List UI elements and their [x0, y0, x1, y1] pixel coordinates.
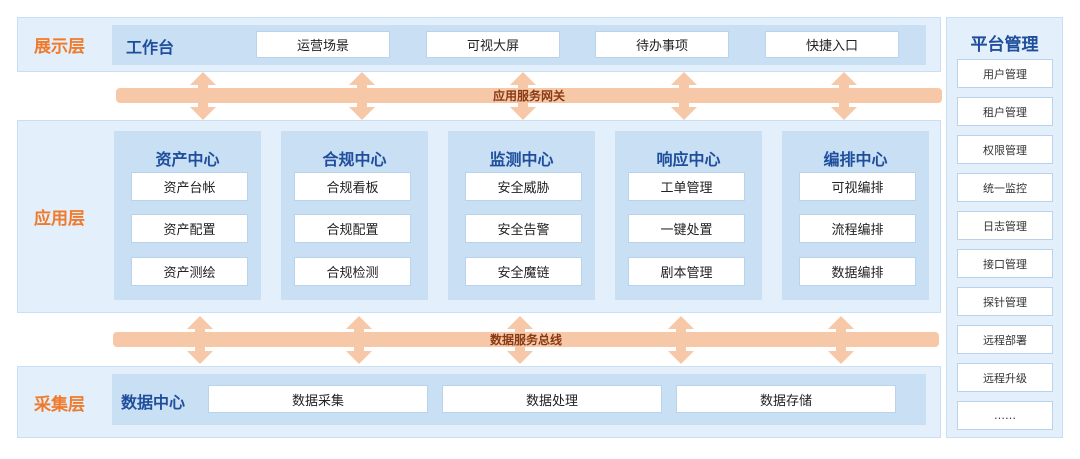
presentation-layer-label: 展示层 — [34, 37, 85, 57]
center-title: 合规中心 — [322, 150, 387, 169]
presentation-item[interactable]: 快捷入口 — [765, 31, 899, 58]
center-item[interactable]: 资产测绘 — [131, 257, 248, 286]
center-item[interactable]: 合规配置 — [294, 214, 411, 243]
platform-item[interactable]: 日志管理 — [957, 211, 1053, 240]
collection-item[interactable]: 数据存储 — [676, 385, 896, 413]
workbench-title: 工作台 — [126, 38, 175, 57]
data-center-title: 数据中心 — [121, 393, 186, 412]
platform-item[interactable]: …… — [957, 401, 1053, 430]
center-item[interactable]: 资产台帐 — [131, 172, 248, 201]
center-item[interactable]: 流程编排 — [799, 214, 916, 243]
presentation-item[interactable]: 运营场景 — [256, 31, 390, 58]
center-item[interactable]: 可视编排 — [799, 172, 916, 201]
center-title: 响应中心 — [656, 150, 721, 169]
center-item[interactable]: 工单管理 — [628, 172, 745, 201]
center-title: 资产中心 — [155, 150, 220, 169]
center-item[interactable]: 资产配置 — [131, 214, 248, 243]
platform-item[interactable]: 租户管理 — [957, 97, 1053, 126]
application-layer-label: 应用层 — [34, 209, 85, 229]
app-gateway-bus: 应用服务网关 — [116, 88, 942, 103]
platform-item[interactable]: 权限管理 — [957, 135, 1053, 164]
collection-layer-label: 采集层 — [34, 394, 85, 415]
center-item[interactable]: 合规检测 — [294, 257, 411, 286]
center-item[interactable]: 数据编排 — [799, 257, 916, 286]
platform-item[interactable]: 统一监控 — [957, 173, 1053, 202]
center-title: 监测中心 — [489, 150, 554, 169]
data-service-bus: 数据服务总线 — [113, 332, 939, 347]
presentation-item[interactable]: 待办事项 — [595, 31, 729, 58]
platform-item[interactable]: 远程部署 — [957, 325, 1053, 354]
collection-item[interactable]: 数据处理 — [442, 385, 662, 413]
platform-item[interactable]: 接口管理 — [957, 249, 1053, 278]
center-item[interactable]: 一键处置 — [628, 214, 745, 243]
platform-item[interactable]: 探针管理 — [957, 287, 1053, 316]
center-item[interactable]: 安全威胁 — [465, 172, 582, 201]
platform-item[interactable]: 远程升级 — [957, 363, 1053, 392]
center-title: 编排中心 — [823, 150, 888, 169]
platform-item[interactable]: 用户管理 — [957, 59, 1053, 88]
collection-item[interactable]: 数据采集 — [208, 385, 428, 413]
center-item[interactable]: 剧本管理 — [628, 257, 745, 286]
presentation-item[interactable]: 可视大屏 — [426, 31, 560, 58]
center-item[interactable]: 合规看板 — [294, 172, 411, 201]
center-item[interactable]: 安全告警 — [465, 214, 582, 243]
platform-title: 平台管理 — [970, 35, 1039, 55]
center-item[interactable]: 安全魔链 — [465, 257, 582, 286]
